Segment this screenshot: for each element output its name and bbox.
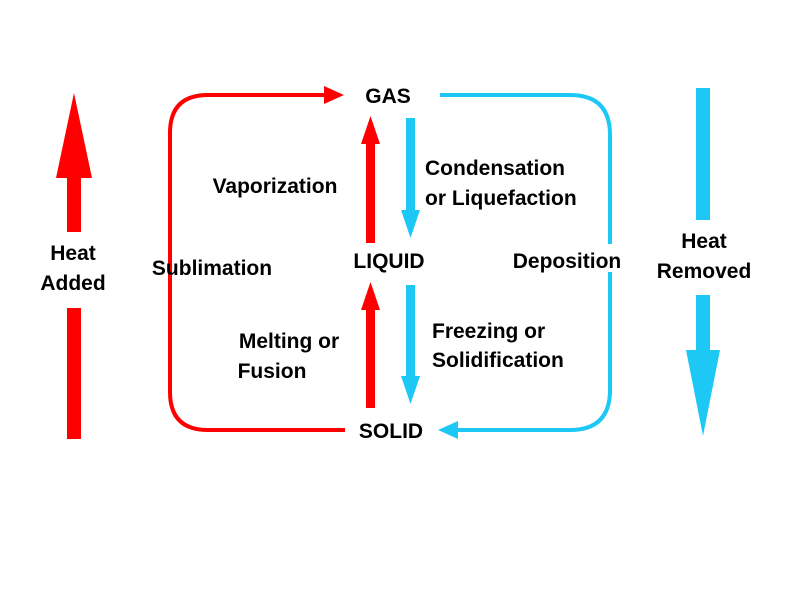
deposition-arrowhead [438, 421, 458, 439]
vaporization-arrowhead [361, 116, 380, 144]
condensation-shaft [406, 118, 415, 214]
state-solid-label: SOLID [359, 420, 423, 443]
deposition-label-backing [502, 244, 632, 272]
heat-removed-arrowhead [686, 350, 720, 436]
sublimation-path [168, 93, 345, 432]
freezing-arrowhead [401, 376, 420, 404]
heat-removed-shaft-upper [696, 88, 710, 220]
condensation-label-line2: or Liquefaction [425, 187, 577, 210]
vaporization-label: Vaporization [213, 175, 338, 198]
melting-arrow [361, 282, 380, 408]
state-liquid-label: LIQUID [353, 250, 424, 273]
freezing-arrow [401, 285, 420, 404]
heat-added-label-line1: Heat [50, 242, 96, 265]
heat-removed-arrow [686, 88, 720, 436]
melting-arrowhead [361, 282, 380, 310]
heat-added-shaft-lower [67, 308, 81, 439]
freezing-shaft [406, 285, 415, 380]
heat-added-arrowhead [56, 93, 92, 178]
melting-shaft [366, 305, 375, 408]
heat-added-arrow [56, 93, 92, 439]
heat-removed-label-line2: Removed [657, 260, 752, 283]
melting-label-line2: Fusion [238, 360, 307, 383]
vaporization-shaft [366, 140, 375, 243]
state-gas-label: GAS [365, 85, 411, 108]
condensation-label-line1: Condensation [425, 157, 565, 180]
sublimation-arrow [168, 86, 345, 432]
freezing-label-line1: Freezing or [432, 320, 545, 343]
heat-removed-shaft-lower [696, 295, 710, 355]
condensation-arrow [401, 118, 420, 238]
vaporization-arrow [361, 116, 380, 243]
sublimation-label: Sublimation [152, 257, 272, 280]
heat-removed-label-line1: Heat [681, 230, 727, 253]
heat-added-shaft-upper [67, 170, 81, 232]
sublimation-arrowhead [324, 86, 344, 104]
heat-added-label-line2: Added [40, 272, 105, 295]
freezing-label-line2: Solidification [432, 349, 564, 372]
condensation-arrowhead [401, 210, 420, 238]
deposition-label: Deposition [513, 250, 622, 273]
melting-label-line1: Melting or [239, 330, 339, 353]
